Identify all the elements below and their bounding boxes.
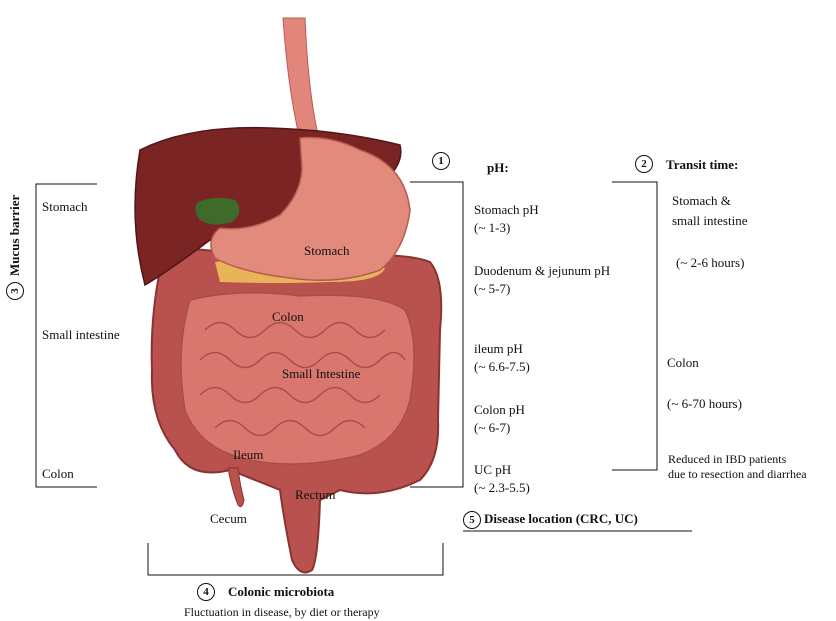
microbiota-title: Colonic microbiota [228,584,334,600]
number-4-badge: 4 [197,583,215,601]
microbiota-subtitle: Fluctuation in disease, by diet or thera… [184,604,380,620]
